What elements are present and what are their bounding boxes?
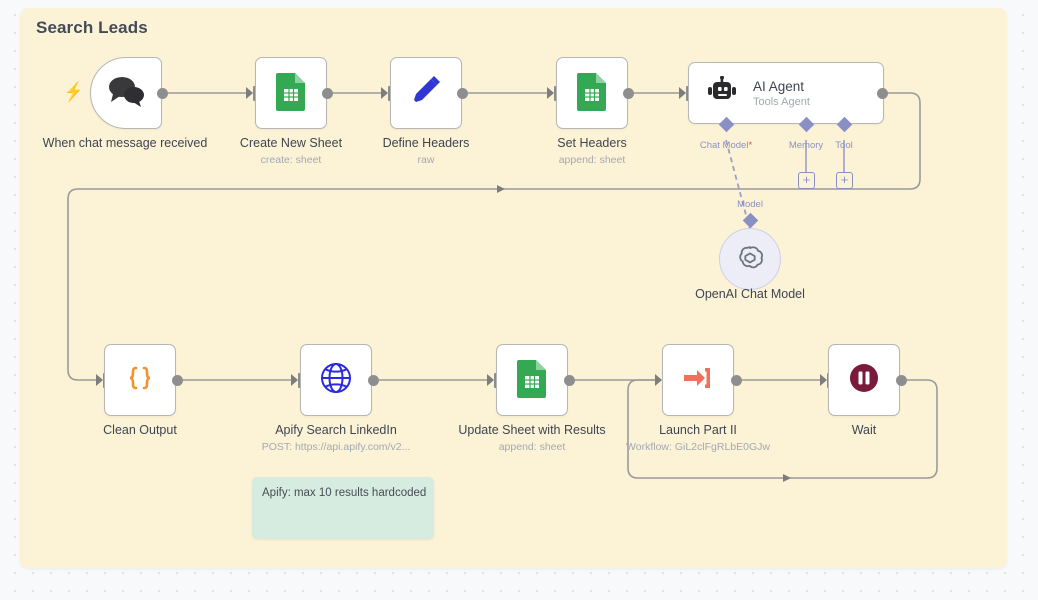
edit-pencil-icon: [409, 74, 443, 113]
port-in-arrow-ai-agent: [679, 87, 686, 99]
panel-title: Search Leads: [36, 18, 148, 37]
port-in-arrow-apify: [291, 374, 298, 386]
pause-icon: [847, 361, 881, 400]
port-in-arrow-define-headers: [381, 87, 388, 99]
port-in-arrow-launch-part-ii: [655, 374, 662, 386]
chat-bubbles-icon: [106, 74, 146, 113]
port-out-ai-agent[interactable]: [877, 88, 888, 99]
edge-arrow-ai-loop: [497, 185, 505, 193]
port-out-apify[interactable]: [368, 375, 379, 386]
node-label-openai-chat-model: OpenAI Chat Model: [695, 287, 805, 301]
port-label-memory: Memory: [788, 140, 824, 151]
node-sublabel-update-sheet-with-results: append: sheet: [498, 441, 566, 453]
edge-ai-agent-chat-model-dashed: [725, 139, 751, 231]
port-out-create-sheet[interactable]: [322, 88, 333, 99]
edge-arrow-wait-loop: [783, 474, 791, 482]
connection-label-model: Model: [737, 199, 763, 210]
node-sublabel-define-headers: raw: [417, 154, 435, 166]
robot-icon: [705, 75, 739, 111]
node-sublabel-create-new-sheet: create: sheet: [260, 154, 322, 166]
node-label-update-sheet-with-results: Update Sheet with Results: [458, 423, 606, 437]
node-set-headers[interactable]: [556, 57, 628, 129]
edge-ai-agent-to-clean-output: [67, 92, 921, 381]
port-out-wait[interactable]: [896, 375, 907, 386]
node-ai-agent[interactable]: AI Agent Tools Agent: [688, 62, 884, 124]
node-sublabel-launch-part-ii: Workflow: GiL2clFgRLbE0GJw: [626, 441, 770, 453]
google-sheets-icon: [516, 358, 548, 403]
add-memory-button[interactable]: +: [798, 172, 815, 189]
port-out-define-headers[interactable]: [457, 88, 468, 99]
node-create-new-sheet[interactable]: [255, 57, 327, 129]
trigger-bolt-icon: ⚡: [64, 82, 84, 103]
port-out-update-sheet[interactable]: [564, 375, 575, 386]
port-in-arrow-set-headers: [547, 87, 554, 99]
node-label-create-new-sheet: Create New Sheet: [239, 136, 343, 150]
node-openai-chat-model[interactable]: [719, 228, 781, 290]
port-label-chat-model: Chat Model*: [699, 140, 753, 151]
node-label-clean-output: Clean Output: [103, 423, 177, 437]
edge-wait-loopback-to-launch-part-ii: [627, 379, 938, 479]
node-update-sheet-with-results[interactable]: [496, 344, 568, 416]
add-tool-button[interactable]: +: [836, 172, 853, 189]
node-sublabel-apify-search-linkedin: POST: https://api.apify.com/v2...: [261, 441, 411, 453]
port-out-clean-output[interactable]: [172, 375, 183, 386]
port-out-chat-trigger[interactable]: [157, 88, 168, 99]
openai-icon: [735, 242, 765, 277]
node-label-define-headers: Define Headers: [382, 136, 470, 150]
node-when-chat-message-received[interactable]: [90, 57, 162, 129]
port-out-set-headers[interactable]: [623, 88, 634, 99]
node-define-headers[interactable]: [390, 57, 462, 129]
port-in-arrow-create-sheet: [246, 87, 253, 99]
code-braces-icon: [123, 361, 157, 400]
node-launch-part-ii[interactable]: [662, 344, 734, 416]
node-label-set-headers: Set Headers: [557, 136, 627, 150]
node-label-when-chat-message-received: When chat message received: [42, 136, 208, 150]
node-apify-search-linkedin[interactable]: [300, 344, 372, 416]
node-label-launch-part-ii: Launch Part II: [659, 423, 737, 437]
sticky-note-text: Apify: max 10 results hardcoded: [262, 487, 427, 499]
port-out-launch-part-ii[interactable]: [731, 375, 742, 386]
node-sublabel-set-headers: append: sheet: [558, 154, 626, 166]
node-label-ai-agent: AI Agent: [753, 78, 805, 94]
node-sublabel-ai-agent: Tools Agent: [753, 95, 810, 108]
port-in-arrow-clean-output: [96, 374, 103, 386]
google-sheets-icon: [275, 71, 307, 116]
node-label-wait: Wait: [851, 423, 877, 437]
port-in-arrow-update-sheet: [487, 374, 494, 386]
sticky-note-apify[interactable]: Apify: max 10 results hardcoded: [252, 477, 434, 539]
node-label-apify-search-linkedin: Apify Search LinkedIn: [275, 423, 397, 437]
node-wait[interactable]: [828, 344, 900, 416]
port-label-tool: Tool: [835, 140, 853, 151]
google-sheets-icon: [576, 71, 608, 116]
node-clean-output[interactable]: [104, 344, 176, 416]
globe-icon: [318, 360, 354, 401]
port-in-arrow-wait: [820, 374, 827, 386]
execute-workflow-icon: [681, 363, 715, 398]
